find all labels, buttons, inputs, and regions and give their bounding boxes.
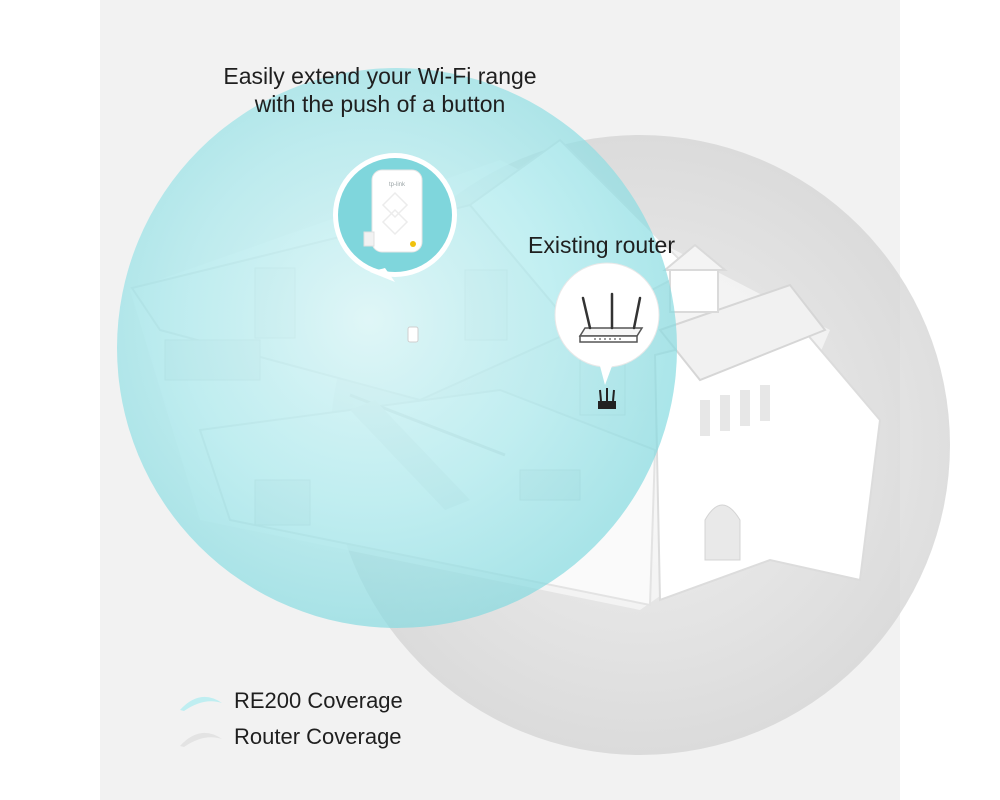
range-extender-icon [363, 169, 423, 253]
legend-label-re200: RE200 Coverage [234, 688, 403, 713]
coverage-legend: RE200 Coverage Router Coverage [178, 683, 403, 755]
router-coverage-swatch [180, 732, 222, 747]
router-label: Existing router [528, 232, 676, 258]
wifi-router-icon [578, 292, 644, 343]
headline-line-1: Easily extend your Wi-Fi range [223, 63, 537, 89]
re200-coverage-swatch [180, 696, 222, 711]
legend-item-re200: RE200 Coverage [178, 683, 403, 719]
router-device [598, 388, 616, 409]
router-callout [554, 262, 660, 409]
legend-swatches [180, 696, 222, 747]
legend-label-router: Router Coverage [234, 724, 402, 749]
extender-brand-mark: tp-link [389, 182, 406, 188]
headline: Easily extend your Wi-Fi range with the … [160, 62, 600, 118]
headline-line-2: with the push of a button [254, 91, 506, 117]
extender-coverage-area [117, 68, 677, 628]
legend-item-router: Router Coverage [178, 719, 403, 755]
extender-callout: tp-link [333, 153, 457, 282]
extender-device [407, 326, 419, 343]
